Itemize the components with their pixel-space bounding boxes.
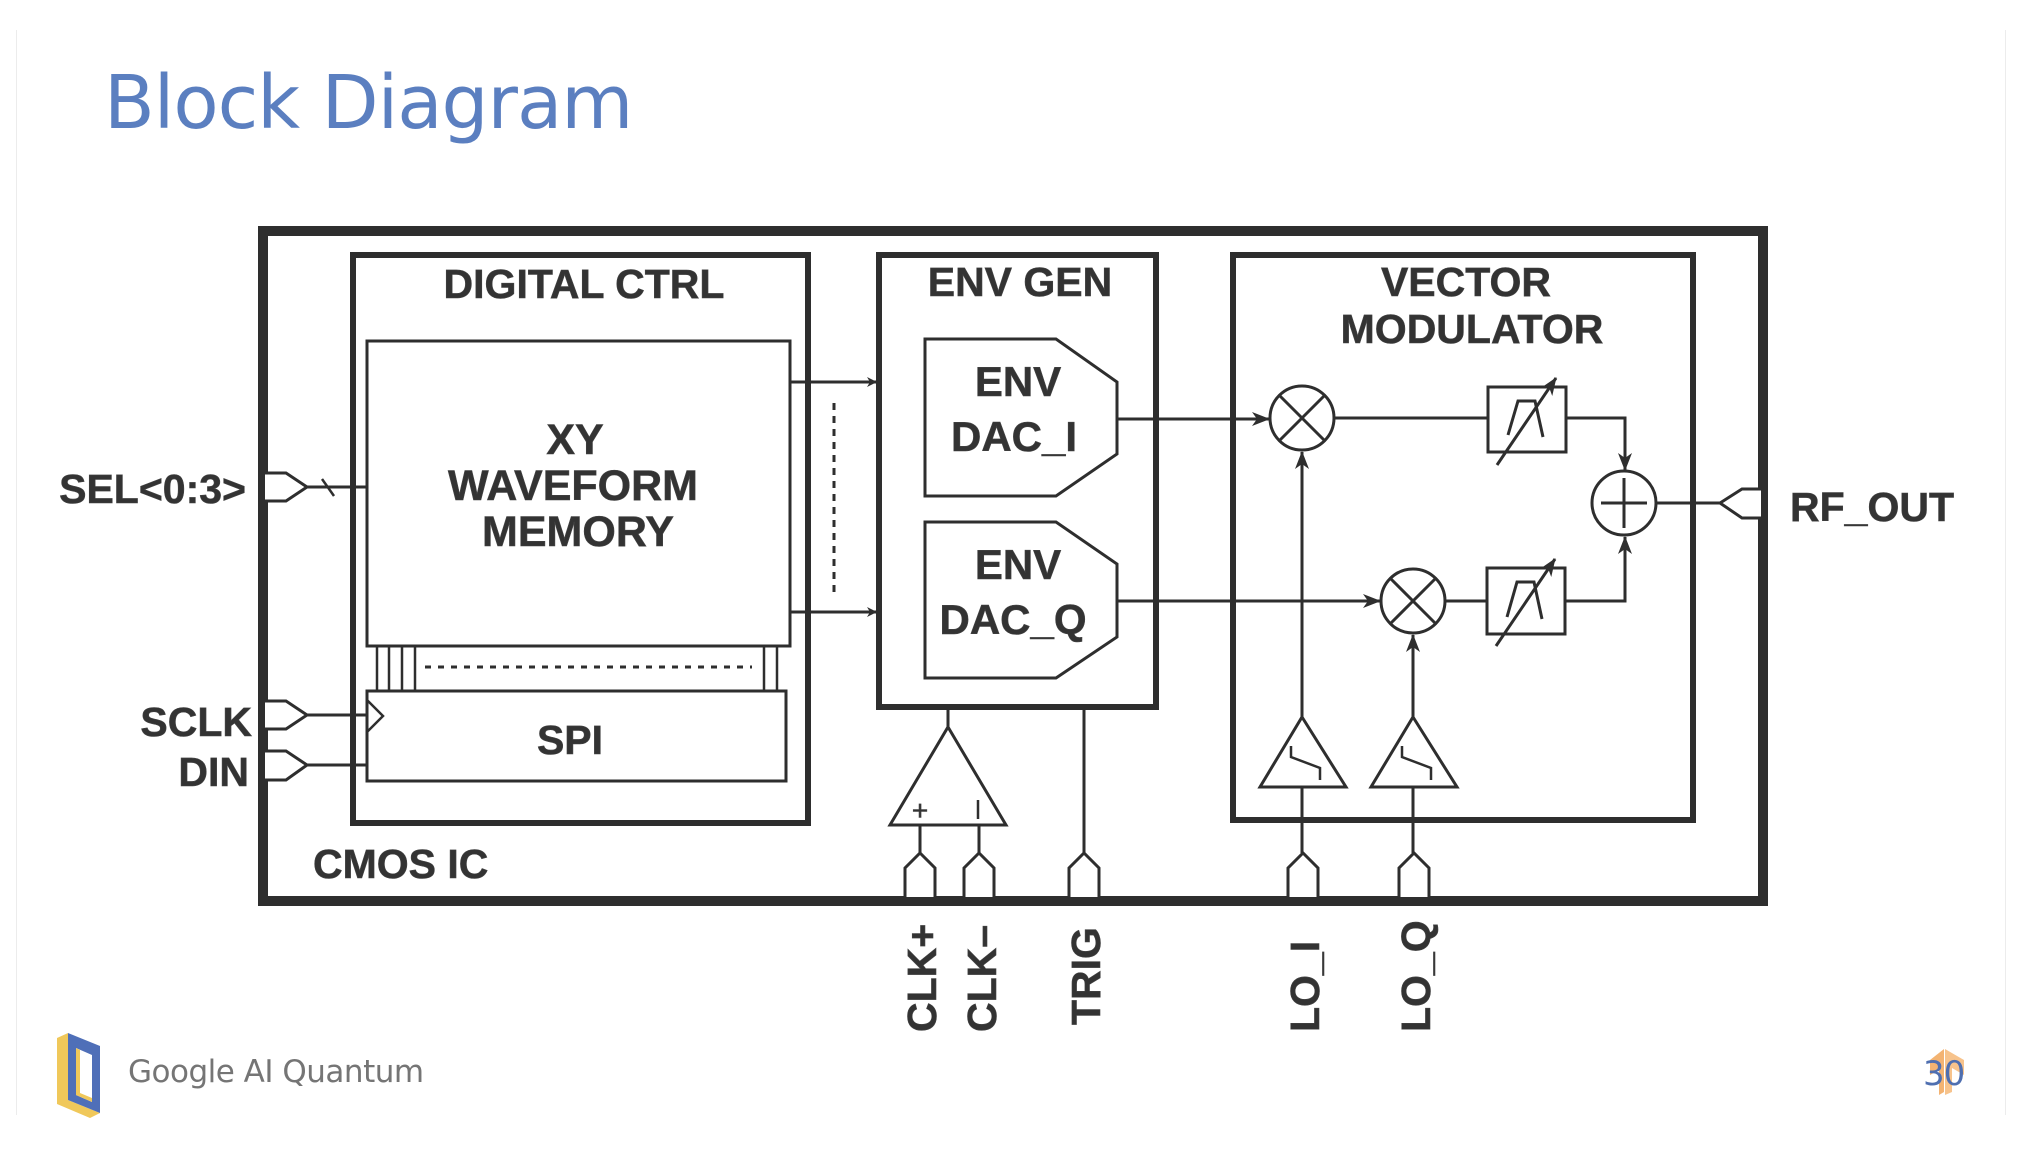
spi-label: SPI — [537, 717, 603, 763]
lo-i-pin-icon[interactable] — [1286, 850, 1320, 897]
env-dac-i-label-2: DAC_I — [951, 413, 1077, 460]
clk-plus-pin-label: CLK+ — [899, 924, 945, 1032]
slide-frame — [16, 30, 2006, 1115]
din-pin-label: DIN — [178, 749, 249, 795]
memory-label-line-2: WAVEFORM — [448, 462, 698, 510]
sel-bus-slash-icon — [320, 478, 336, 497]
clk-minus-pin-label: CLK– — [959, 925, 1005, 1032]
lo-i-pin-label: LO_I — [1282, 941, 1328, 1032]
watermark-logo-icon — [1930, 1049, 1964, 1095]
clk-minus-pin-icon[interactable] — [962, 850, 996, 897]
clock-amp-plus-sign: + — [912, 795, 928, 826]
tunable-filter-i-icon — [1486, 377, 1568, 466]
clock-amplifier-icon: + — [887, 724, 1009, 827]
digital-ctrl-title: DIGITAL CTRL — [444, 261, 725, 307]
footer-brand: Google AI Quantum — [128, 1054, 424, 1090]
filter-q-to-adder — [1565, 536, 1632, 603]
memory-spi-bus — [375, 646, 779, 691]
env-dac-q-icon — [923, 520, 1119, 680]
env-dac-i-icon — [923, 337, 1119, 498]
cmos-ic-label: CMOS IC — [313, 841, 488, 887]
lo-q-pin-icon[interactable] — [1397, 850, 1431, 897]
din-pin-icon[interactable] — [265, 749, 310, 782]
cmos-ic-outline — [258, 226, 1768, 906]
spi-block — [365, 689, 788, 783]
env-dac-q-label-1: ENV — [975, 541, 1061, 588]
mixer-q-icon — [1379, 567, 1447, 635]
mixer-i-icon — [1268, 384, 1336, 452]
adder-icon — [1590, 469, 1658, 537]
google-ai-quantum-logo-icon — [57, 1033, 100, 1118]
vector-modulator-block: VECTOR MODULATOR — [1230, 252, 1696, 823]
digital-ctrl-block: DIGITAL CTRL XY WAVEFORM MEMORY SPI — [350, 252, 811, 826]
trig-pin-label: TRIG — [1063, 927, 1109, 1025]
trig-pin-icon[interactable] — [1067, 850, 1101, 897]
sclk-pin-icon[interactable] — [265, 699, 310, 731]
env-dac-q-label-2: DAC_Q — [939, 596, 1086, 643]
vector-modulator-title-2: MODULATOR — [1341, 306, 1604, 352]
env-gen-block: ENV GEN ENV DAC_I ENV DAC_Q — [876, 252, 1159, 710]
memory-label-line-3: MEMORY — [482, 508, 674, 556]
tunable-filter-q-icon — [1485, 558, 1567, 647]
sel-pin-label: SEL<0:3> — [59, 466, 246, 512]
rf-out-pin-icon[interactable] — [1717, 487, 1761, 520]
page-number: 30 — [1923, 1054, 1965, 1094]
filter-i-to-adder — [1566, 416, 1632, 471]
lo-q-pin-label: LO_Q — [1393, 920, 1439, 1032]
env-dac-i-label-1: ENV — [975, 358, 1061, 405]
spi-clock-input-icon — [366, 699, 385, 733]
xy-waveform-memory — [365, 339, 792, 648]
sel-pin-icon[interactable] — [265, 471, 310, 503]
rf-out-pin-label: RF_OUT — [1790, 484, 1954, 530]
memory-label-line-1: XY — [546, 416, 603, 464]
slide-title: Block Diagram — [104, 60, 633, 146]
vector-modulator-title-1: VECTOR — [1381, 259, 1551, 305]
sclk-pin-label: SCLK — [140, 699, 252, 745]
env-gen-title: ENV GEN — [928, 259, 1113, 305]
clk-plus-pin-icon[interactable] — [903, 850, 937, 897]
